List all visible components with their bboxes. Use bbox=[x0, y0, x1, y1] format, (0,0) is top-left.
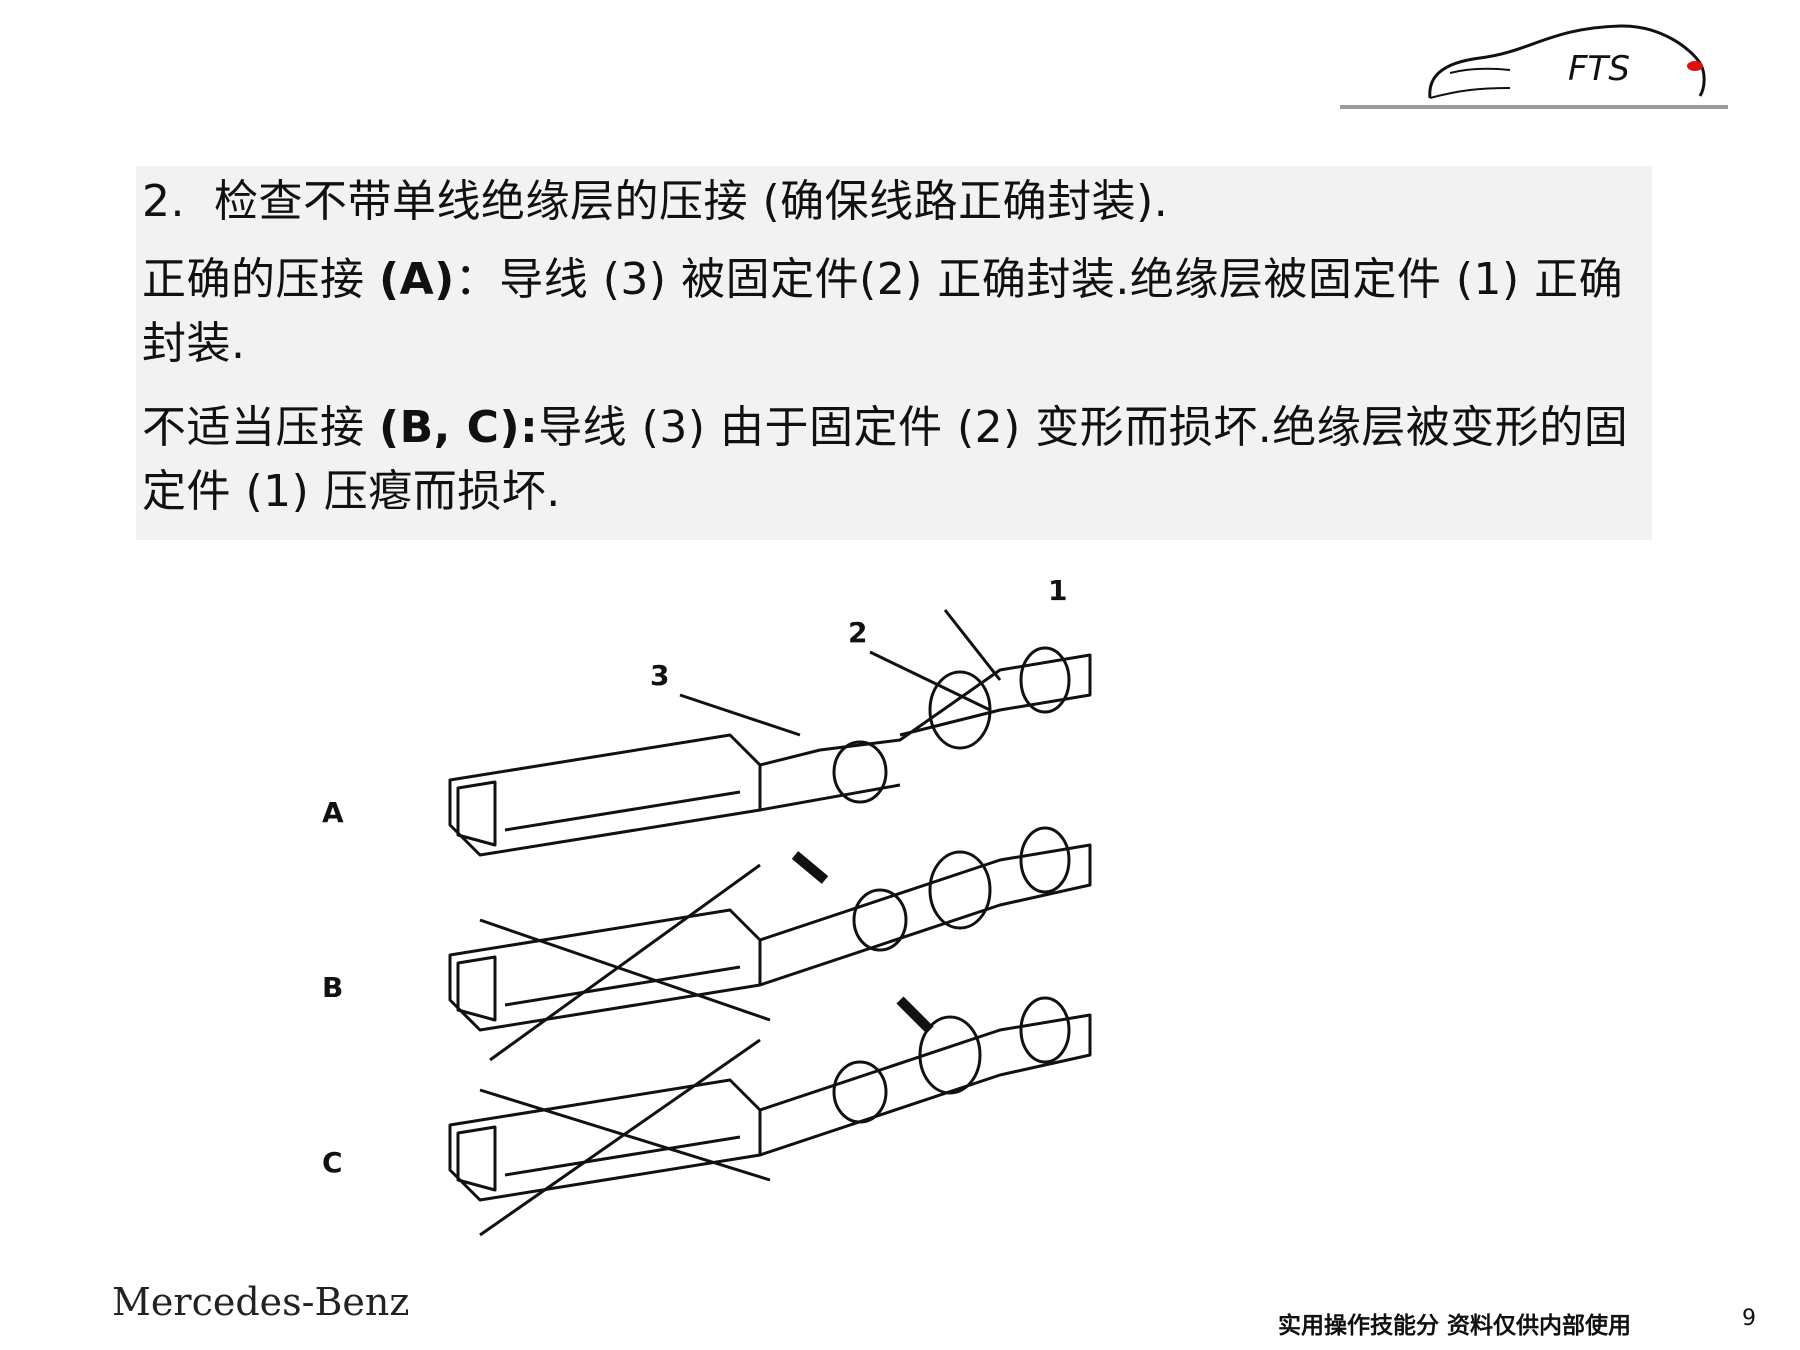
brand-wordmark: Mercedes-Benz bbox=[112, 1280, 410, 1324]
correct-body: ：导线 (3) 被固定件(2) 正确封装.绝缘层被固定件 (1) 正确封装. bbox=[142, 254, 1624, 369]
row-label-b: B bbox=[322, 971, 343, 1004]
incorrect-label: (B, C): bbox=[379, 402, 539, 453]
incorrect-prefix: 不适当压接 bbox=[142, 402, 379, 453]
logo-text: FTS bbox=[1568, 49, 1630, 89]
cross-line-b2 bbox=[489, 863, 761, 1062]
callout-1: 1 bbox=[1048, 574, 1067, 607]
callout-3: 3 bbox=[650, 659, 669, 692]
instruction-box: 2. 检查不带单线绝缘层的压接 (确保线路正确封装). 正确的压接 (A)：导线… bbox=[136, 166, 1652, 540]
internal-use-note: 实用操作技能分 资料仅供内部使用 bbox=[1278, 1313, 1632, 1339]
fts-car-logo: FTS bbox=[1428, 24, 1706, 99]
arrow-c bbox=[896, 996, 934, 1034]
row-label-a: A bbox=[322, 796, 344, 829]
correct-prefix: 正确的压接 bbox=[142, 254, 379, 305]
terminal-row-c bbox=[448, 996, 1092, 1237]
incorrect-crimp-paragraph: 不适当压接 (B, C):导线 (3) 由于固定件 (2) 变形而损坏.绝缘层被… bbox=[142, 396, 1646, 524]
callout-2: 2 bbox=[848, 616, 867, 649]
cross-line-b1 bbox=[479, 918, 771, 1022]
crimp-diagram: A B C 1 2 3 bbox=[322, 574, 1092, 1237]
leader-2 bbox=[869, 650, 991, 712]
header-divider bbox=[1340, 105, 1728, 109]
terminal-row-b bbox=[448, 826, 1092, 1062]
row-label-c: C bbox=[322, 1146, 343, 1179]
correct-crimp-paragraph: 正确的压接 (A)：导线 (3) 被固定件(2) 正确封装.绝缘层被固定件 (1… bbox=[142, 248, 1646, 376]
terminal-row-a bbox=[448, 646, 1092, 857]
cross-line-c2 bbox=[479, 1038, 761, 1237]
leader-1 bbox=[943, 609, 1002, 681]
incorrect-body: 导线 (3) 由于固定件 (2) 变形而损坏.绝缘层被变形的固定件 (1) 压瘪… bbox=[142, 402, 1629, 517]
arrow-b bbox=[791, 851, 829, 884]
page-number: 9 bbox=[1742, 1306, 1756, 1331]
correct-label: (A) bbox=[379, 254, 455, 305]
leader-3 bbox=[679, 693, 801, 737]
step-heading: 2. 检查不带单线绝缘层的压接 (确保线路正确封装). bbox=[142, 176, 1169, 227]
